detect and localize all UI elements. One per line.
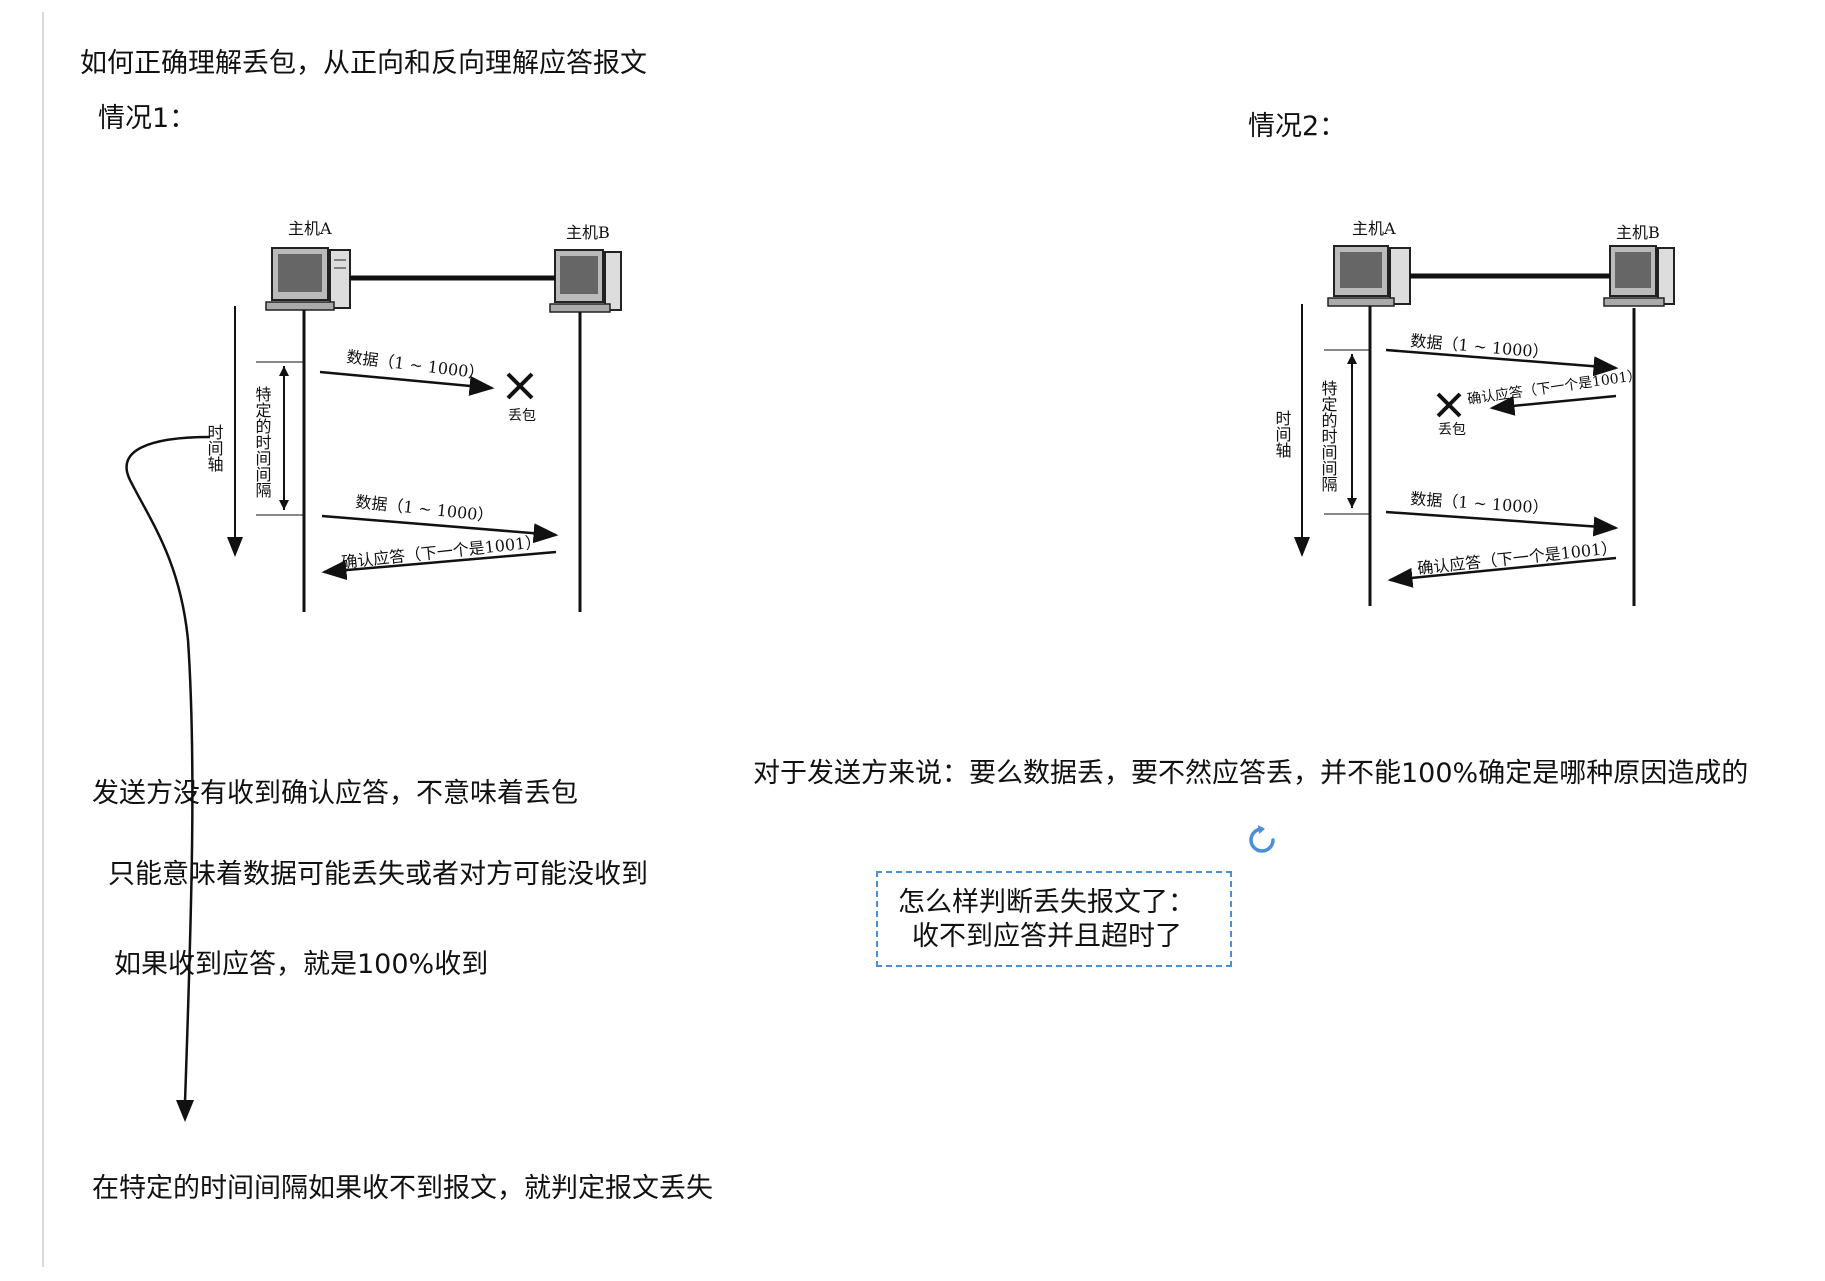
dashed-note-line2: 收不到应答并且超时了 (912, 923, 1182, 950)
refresh-icon[interactable] (1246, 824, 1278, 856)
note-rule: 在特定的时间间隔如果收不到报文，就判定报文丢失 (92, 1175, 713, 1202)
dashed-note-line1: 怎么样判断丢失报文了： (898, 889, 1195, 916)
note-if-ack: 如果收到应答，就是100%收到 (114, 951, 488, 978)
note-only-means: 只能意味着数据可能丢失或者对方可能没收到 (108, 861, 648, 888)
note-no-ack: 发送方没有收到确认应答，不意味着丢包 (92, 780, 578, 807)
note-sender-view: 对于发送方来说：要么数据丢，要不然应答丢，并不能100%确定是哪种原因造成的 (753, 760, 1748, 787)
dashed-note-box[interactable]: 怎么样判断丢失报文了： 收不到应答并且超时了 (876, 871, 1232, 967)
